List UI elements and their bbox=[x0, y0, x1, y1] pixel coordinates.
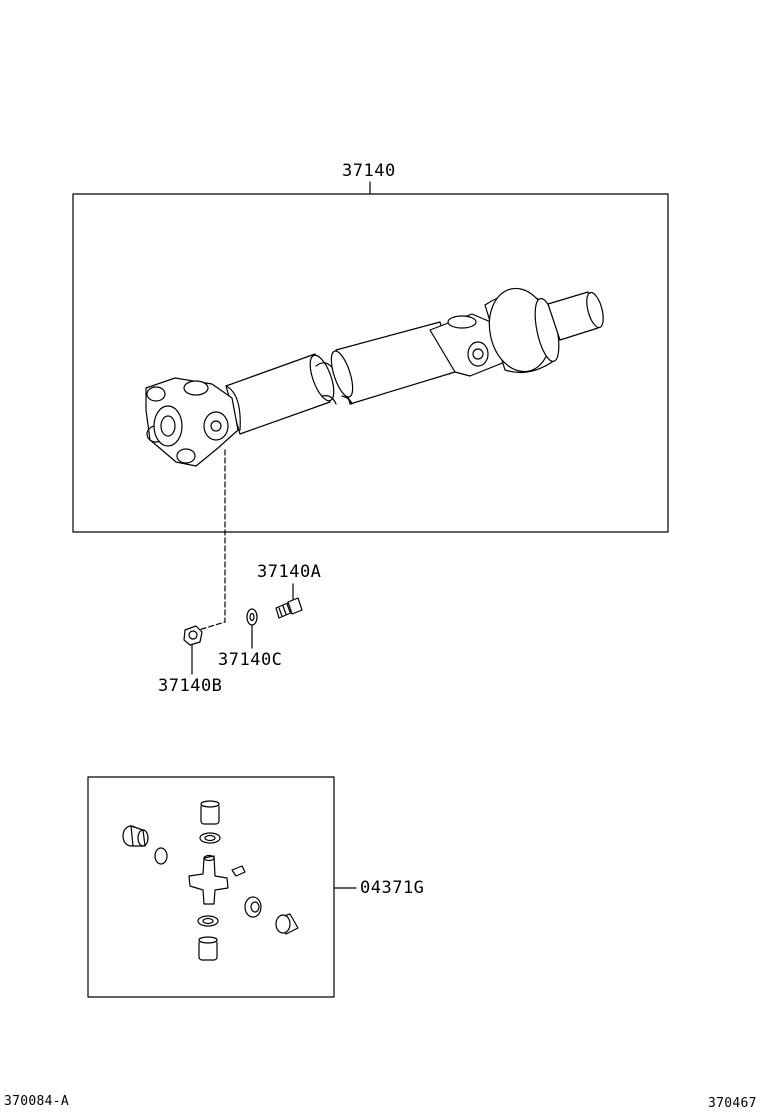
footer-right-code: 370467 bbox=[708, 1096, 757, 1111]
nut-part bbox=[183, 625, 203, 646]
shaft-assembly-label: 37140 bbox=[342, 161, 396, 181]
washer-part bbox=[246, 608, 258, 626]
washer-label: 37140C bbox=[218, 650, 283, 670]
footer-left-code: 370084-A bbox=[4, 1094, 70, 1109]
propeller-shaft bbox=[145, 287, 604, 467]
spider-kit-parts bbox=[122, 800, 299, 961]
spider-kit-label: 04371G bbox=[360, 878, 425, 898]
spider-kit-frame bbox=[87, 776, 335, 998]
bolt-label: 37140A bbox=[257, 562, 322, 582]
bolt-part bbox=[275, 597, 303, 619]
nut-label: 37140B bbox=[158, 676, 223, 696]
fastener-leader-dashed bbox=[191, 449, 226, 633]
